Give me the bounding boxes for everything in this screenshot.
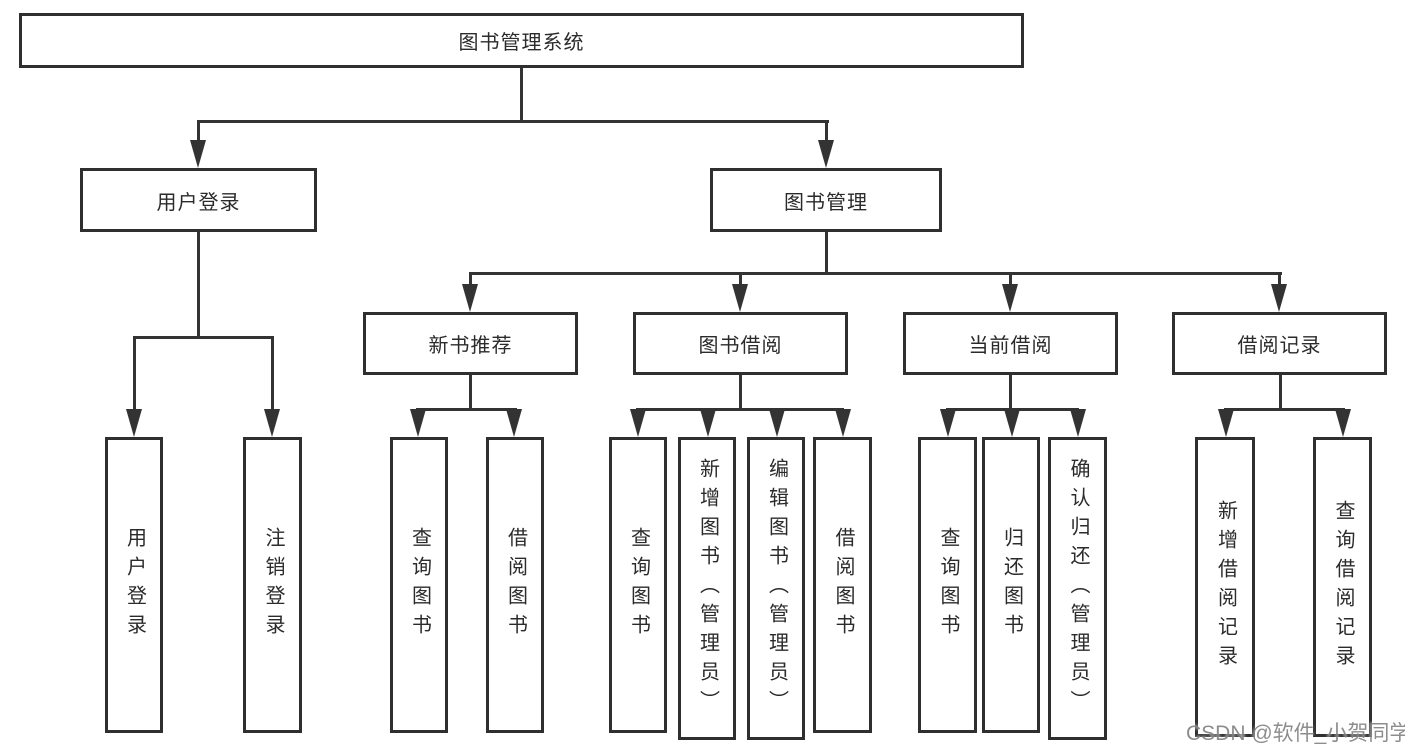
node-label: 归还图书	[1000, 527, 1023, 643]
arrowhead-down-icon	[1004, 409, 1020, 437]
node-new-book-recommend: 新书推荐	[363, 312, 578, 375]
node-label: 注销登录	[262, 527, 284, 643]
arrowhead-down-icon	[1218, 409, 1234, 437]
connector-drop	[739, 272, 742, 288]
node-leaf-query-books-2: 查询图书	[609, 437, 667, 733]
arrowhead-down-icon	[700, 409, 716, 437]
node-leaf-confirm-return-admin: 确认归还（管理员）	[1048, 437, 1107, 740]
connector-drop	[1278, 272, 1281, 288]
connector-root-rail	[197, 120, 829, 123]
connector-book-mgmt-rail	[469, 272, 1282, 275]
node-label: 新增借阅记录	[1214, 500, 1237, 674]
node-label: 图书借阅	[698, 335, 783, 357]
arrowhead-down-icon	[732, 284, 748, 312]
arrowhead-down-icon	[506, 409, 522, 437]
node-label: 图书管理	[784, 191, 868, 214]
node-leaf-query-books-3: 查询图书	[918, 437, 977, 733]
connector-drop	[469, 272, 472, 288]
csdn-watermark: CSDN @软件_小贺同学	[1186, 722, 1405, 745]
node-user-login-group: 用户登录	[80, 168, 317, 232]
node-label: 编辑图书（管理员）	[765, 458, 788, 719]
node-label: 查询图书	[937, 527, 959, 643]
connector-stem	[1009, 375, 1012, 411]
node-leaf-add-borrow-record: 新增借阅记录	[1195, 437, 1255, 737]
connector-stem	[739, 375, 742, 411]
arrowhead-down-icon	[410, 409, 426, 437]
node-label: 查询图书	[627, 527, 650, 643]
node-book-management: 图书管理	[710, 168, 942, 232]
node-borrow-records: 借阅记录	[1172, 312, 1387, 375]
connector-rail	[1224, 408, 1345, 411]
connector-stem	[1279, 375, 1282, 411]
connector-drop	[1009, 272, 1012, 288]
connector-user-login-rail	[133, 336, 274, 339]
node-label: 查询借阅记录	[1332, 500, 1354, 674]
arrowhead-down-icon	[835, 409, 851, 437]
node-label: 借阅记录	[1237, 335, 1322, 357]
node-current-borrow: 当前借阅	[903, 312, 1118, 375]
connector-root-stem	[520, 68, 523, 122]
arrowhead-down-icon	[818, 140, 834, 168]
connector-stem	[469, 375, 472, 411]
arrowhead-down-icon	[264, 409, 280, 437]
node-leaf-user-login: 用户登录	[105, 437, 163, 733]
node-book-borrow: 图书借阅	[633, 312, 848, 375]
arrowhead-down-icon	[769, 409, 785, 437]
connector-book-mgmt-drop	[825, 120, 828, 144]
node-label: 查询图书	[408, 527, 431, 643]
connector-rail	[416, 408, 517, 411]
node-leaf-borrow-books-2: 借阅图书	[813, 437, 872, 733]
connector-drop	[271, 336, 274, 412]
arrowhead-down-icon	[1070, 409, 1086, 437]
arrowhead-down-icon	[1271, 284, 1287, 312]
node-label: 用户登录	[123, 527, 146, 643]
node-leaf-logout: 注销登录	[243, 437, 302, 733]
connector-user-login-stem	[197, 232, 200, 339]
node-label: 确认归还（管理员）	[1067, 458, 1089, 719]
arrowhead-down-icon	[1335, 409, 1351, 437]
node-label: 当前借阅	[968, 335, 1053, 357]
arrowhead-down-icon	[190, 140, 206, 168]
node-root-system: 图书管理系统	[19, 13, 1024, 68]
node-label: 用户登录	[156, 191, 241, 214]
node-label: 新书推荐	[428, 335, 513, 357]
arrowhead-down-icon	[462, 284, 478, 312]
node-label: 借阅图书	[504, 527, 527, 643]
arrowhead-down-icon	[126, 409, 142, 437]
node-label: 图书管理系统	[458, 32, 585, 54]
arrowhead-down-icon	[1002, 284, 1018, 312]
connector-user-login-drop	[197, 120, 200, 144]
node-leaf-edit-books-admin: 编辑图书（管理员）	[747, 437, 805, 740]
node-leaf-query-books-1: 查询图书	[390, 437, 448, 733]
node-leaf-add-books-admin: 新增图书（管理员）	[678, 437, 736, 740]
arrowhead-down-icon	[940, 409, 956, 437]
node-label: 借阅图书	[832, 527, 854, 643]
connector-book-mgmt-stem	[825, 232, 828, 275]
node-leaf-return-books: 归还图书	[982, 437, 1040, 733]
arrowhead-down-icon	[630, 409, 646, 437]
node-label: 新增图书（管理员）	[696, 458, 719, 719]
connector-rail	[636, 408, 844, 411]
node-leaf-query-borrow-record: 查询借阅记录	[1313, 437, 1372, 737]
connector-drop	[133, 336, 136, 412]
node-leaf-borrow-books-1: 借阅图书	[486, 437, 544, 733]
